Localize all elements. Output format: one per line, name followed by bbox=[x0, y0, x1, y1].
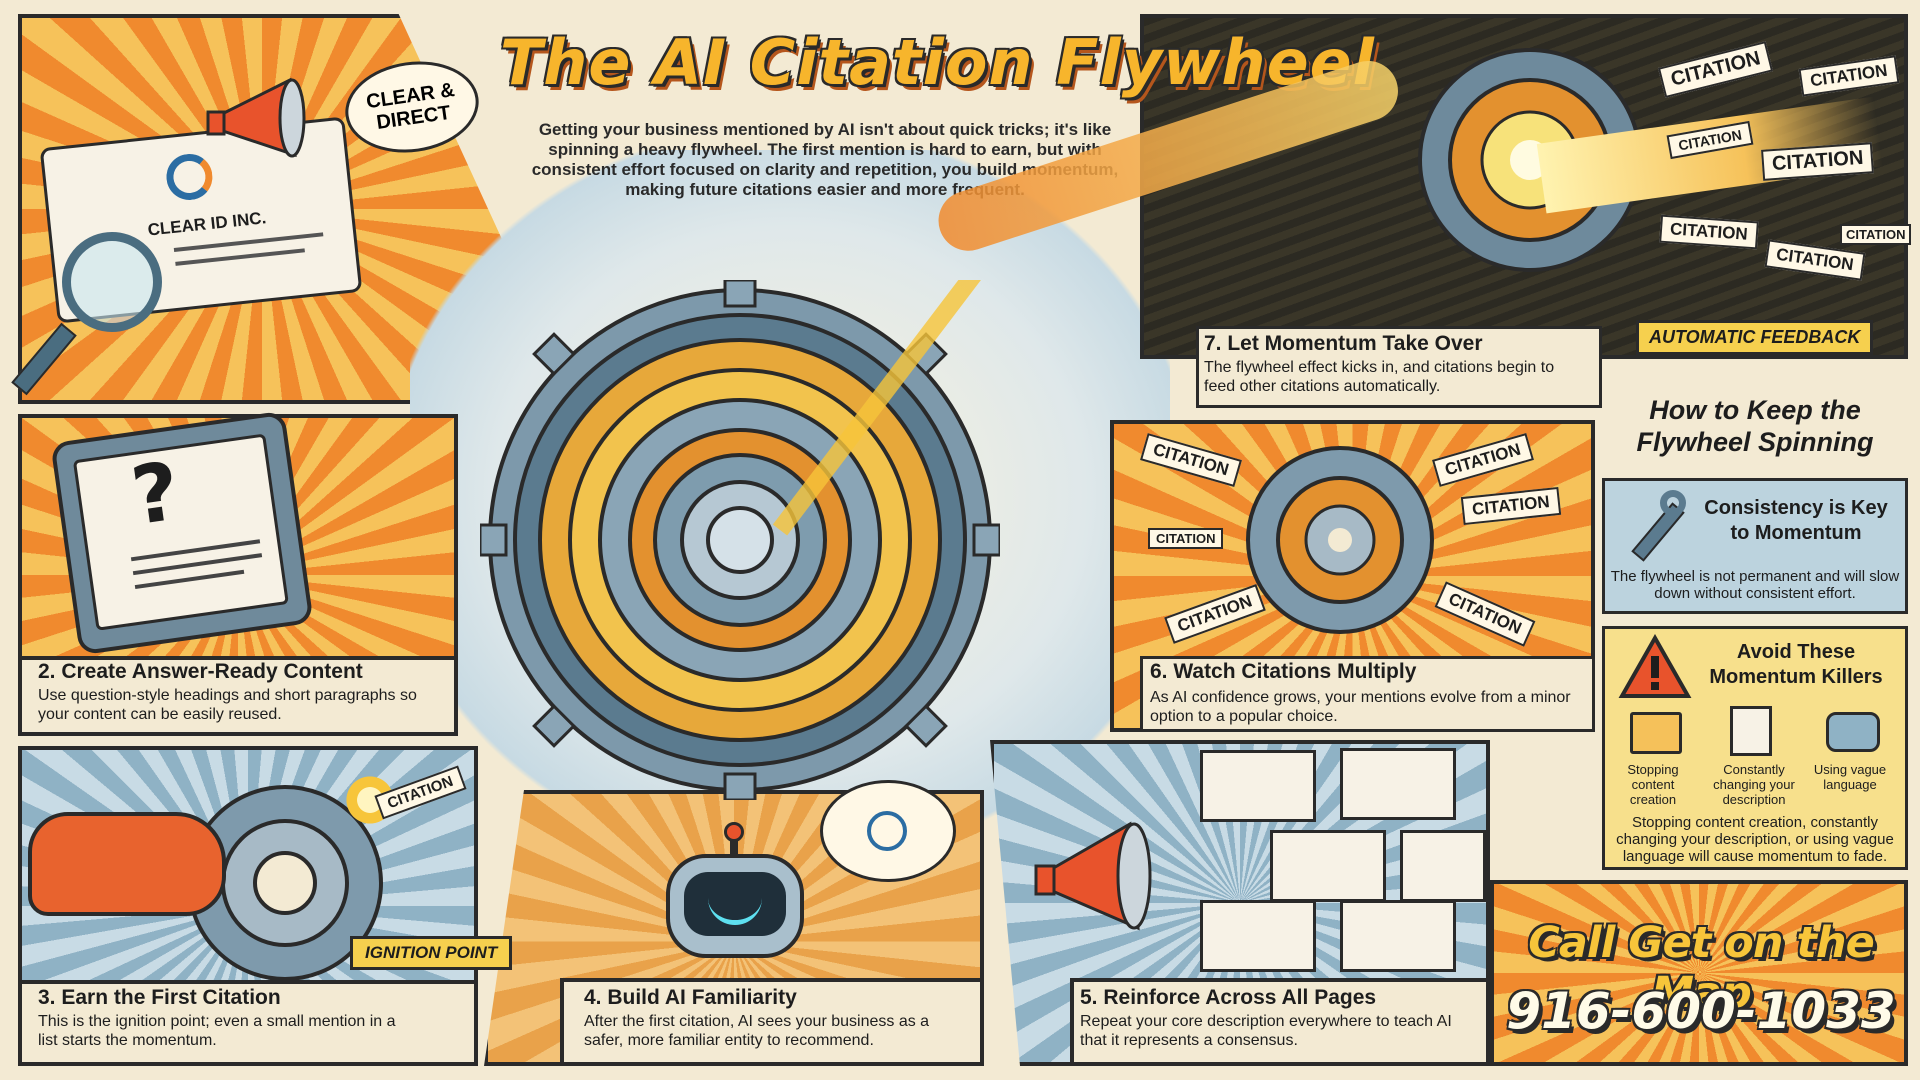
step7-caption-bg bbox=[1196, 326, 1602, 408]
step6-caption-bg bbox=[1140, 656, 1595, 732]
tablet-icon: ? bbox=[50, 410, 314, 656]
step7-title: 7. Let Momentum Take Over bbox=[1204, 332, 1483, 355]
magnifier-icon bbox=[62, 232, 162, 332]
step5-caption-bg bbox=[1070, 978, 1490, 1066]
killer-label: Stopping content creation bbox=[1627, 762, 1679, 807]
sidebar-title: How to Keep the Flywheel Spinning bbox=[1636, 395, 1874, 457]
step6-title: 6. Watch Citations Multiply bbox=[1150, 660, 1417, 683]
page-title: The AI Citation Flywheel bbox=[500, 26, 1375, 99]
citation-tag: CITATION bbox=[1148, 528, 1224, 549]
web-page-card bbox=[1200, 750, 1316, 822]
hand-icon bbox=[28, 812, 226, 916]
megaphone-icon bbox=[1034, 821, 1152, 931]
network-globe-icon bbox=[867, 811, 907, 851]
killer-label: Constantly changing your description bbox=[1713, 762, 1795, 807]
killers-text: Stopping content creation, constantly ch… bbox=[1616, 814, 1894, 865]
consistency-title: Consistency is Key to Momentum bbox=[1704, 497, 1888, 544]
folder-icon bbox=[1630, 712, 1682, 754]
clear-direct-text: CLEAR & DIRECT bbox=[364, 79, 457, 134]
document-edit-icon bbox=[1730, 706, 1772, 756]
web-page-card bbox=[1340, 748, 1456, 820]
web-page-card bbox=[1400, 830, 1486, 902]
step4-title: 4. Build AI Familiarity bbox=[584, 986, 797, 1009]
card-line bbox=[175, 248, 305, 266]
cta-line1: Call Get on the Map bbox=[1528, 918, 1874, 1018]
killers-title: Avoid These Momentum Killers bbox=[1709, 641, 1883, 688]
step4-caption-bg bbox=[560, 978, 984, 1066]
business-card-company: CLEAR ID INC. bbox=[146, 208, 268, 240]
wrench-icon bbox=[1626, 490, 1686, 562]
step6-text: As AI confidence grows, your mentions ev… bbox=[1150, 689, 1571, 725]
web-page-card bbox=[1340, 900, 1456, 972]
web-page-card bbox=[1200, 900, 1316, 972]
step2-caption-bg bbox=[18, 656, 458, 736]
flywheel-gear bbox=[480, 280, 1000, 800]
thought-bubble-icon bbox=[820, 780, 956, 882]
robot-antenna bbox=[730, 830, 738, 856]
killer-label: Using vague language bbox=[1813, 762, 1887, 792]
step5-text: Repeat your core description everywhere … bbox=[1080, 1013, 1452, 1049]
step3-title: 3. Earn the First Citation bbox=[38, 986, 281, 1009]
chat-bubbles-icon bbox=[1826, 712, 1880, 752]
citation-tag: CITATION bbox=[1840, 224, 1912, 245]
step2-text: Use question-style headings and short pa… bbox=[38, 687, 417, 723]
gear-step6-icon bbox=[1246, 446, 1434, 634]
step7-text: The flywheel effect kicks in, and citati… bbox=[1204, 359, 1555, 395]
step3-text: This is the ignition point; even a small… bbox=[38, 1013, 396, 1049]
step3-caption-bg bbox=[18, 980, 478, 1066]
gear-step3-icon bbox=[187, 785, 383, 981]
robot-antenna-tip bbox=[724, 822, 744, 842]
robot-icon bbox=[660, 822, 810, 980]
gear-step7-icon bbox=[1418, 48, 1642, 272]
automatic-feedback-badge: AUTOMATIC FEEDBACK bbox=[1636, 320, 1874, 355]
robot-smile bbox=[708, 892, 762, 925]
warning-icon bbox=[1618, 634, 1692, 698]
wrench-head bbox=[1660, 490, 1686, 516]
step5-title: 5. Reinforce Across All Pages bbox=[1080, 986, 1377, 1009]
megaphone-icon bbox=[206, 77, 306, 158]
intro-text: Getting your business mentioned by AI is… bbox=[531, 120, 1119, 199]
panel-cta bbox=[1490, 880, 1908, 1066]
cta-phone: 916-600-1033 bbox=[1506, 982, 1896, 1040]
web-page-card bbox=[1270, 830, 1386, 902]
consistency-text: The flywheel is not permanent and will s… bbox=[1610, 568, 1900, 602]
step4-text: After the first citation, AI sees your b… bbox=[584, 1013, 930, 1049]
ignition-point-badge: IGNITION POINT bbox=[350, 936, 513, 970]
step2-title: 2. Create Answer-Ready Content bbox=[38, 660, 363, 683]
